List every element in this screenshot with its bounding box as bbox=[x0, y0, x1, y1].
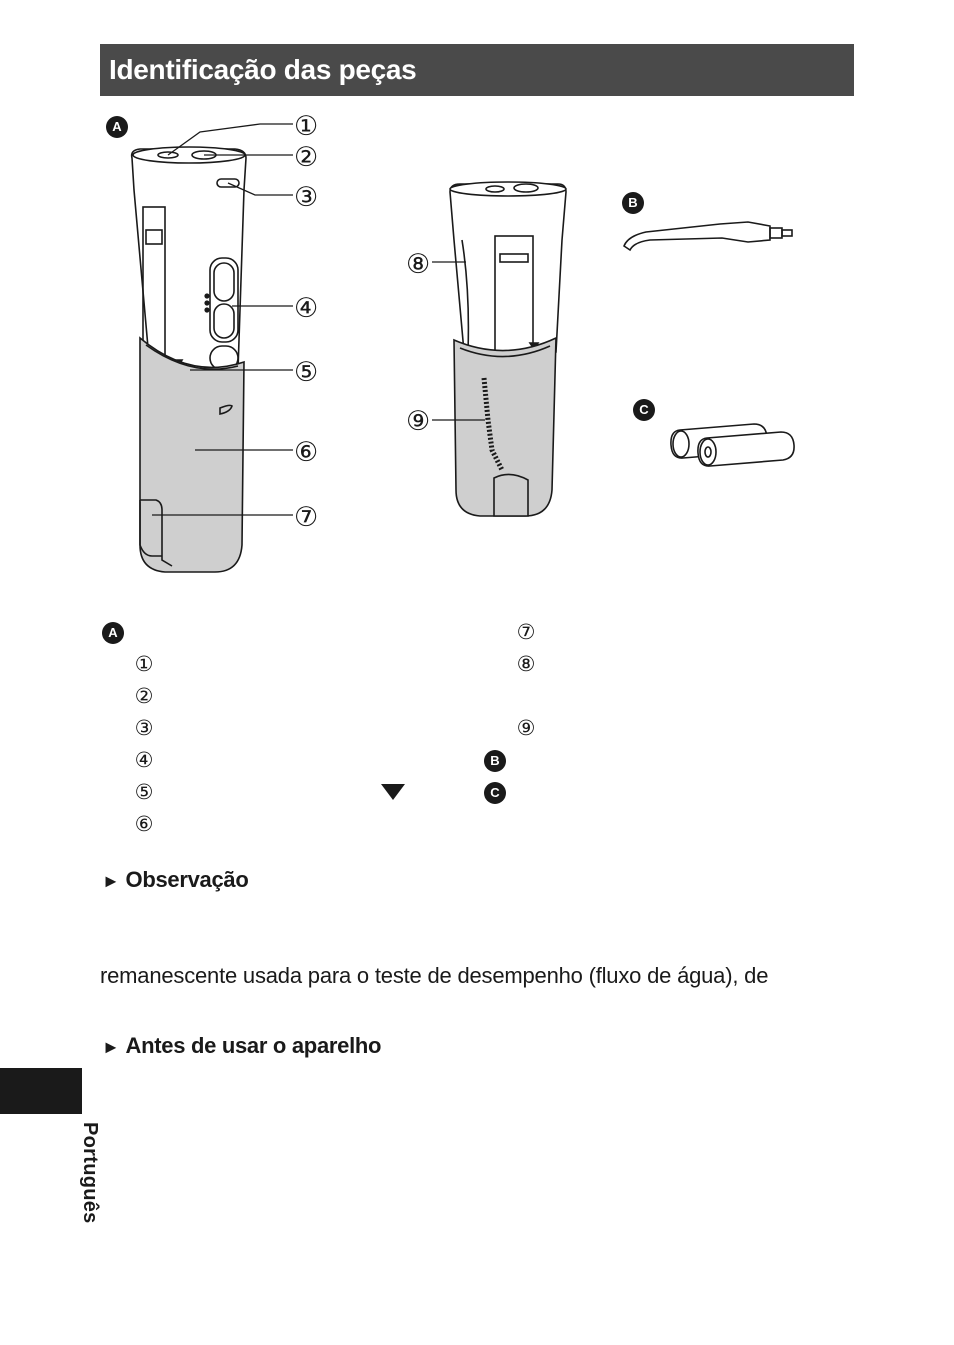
legend-9: ⑨ bbox=[516, 717, 536, 740]
legend-1: ① bbox=[134, 653, 154, 676]
language-tab-marker bbox=[0, 1068, 82, 1114]
badge-c: C bbox=[633, 399, 655, 421]
down-triangle-icon bbox=[381, 784, 405, 800]
callout-3: ③ bbox=[294, 182, 319, 212]
callout-5: ⑤ bbox=[294, 357, 319, 387]
note-heading-observacao: ►Observação bbox=[102, 867, 249, 894]
language-label: Português bbox=[79, 1122, 101, 1224]
device-a-body bbox=[130, 148, 247, 371]
callout-9: ⑨ bbox=[406, 406, 431, 436]
device-a-tank bbox=[139, 336, 245, 573]
legend-7: ⑦ bbox=[516, 621, 536, 644]
callout-8: ⑧ bbox=[406, 249, 431, 279]
legend-4: ④ bbox=[134, 749, 154, 772]
nozzle-illustration bbox=[623, 221, 771, 252]
note-heading-antes: ►Antes de usar o aparelho bbox=[102, 1033, 381, 1060]
note-body-text: remanescente usada para o teste de desem… bbox=[100, 963, 769, 988]
parts-illustration bbox=[130, 123, 795, 573]
note-heading-text: Antes de usar o aparelho bbox=[125, 1033, 382, 1058]
legend-6: ⑥ bbox=[134, 813, 154, 836]
legend-3: ③ bbox=[134, 717, 154, 740]
callout-2: ② bbox=[294, 142, 319, 172]
callout-7: ⑦ bbox=[294, 502, 319, 532]
legend-5: ⑤ bbox=[134, 781, 154, 804]
arrow-right-icon: ► bbox=[102, 1037, 120, 1057]
arrow-right-icon: ► bbox=[102, 871, 120, 891]
callout-4: ④ bbox=[294, 293, 319, 323]
callout-6: ⑥ bbox=[294, 437, 319, 467]
note-heading-text: Observação bbox=[125, 867, 249, 892]
legend-2: ② bbox=[134, 685, 154, 708]
legend-badge-b: B bbox=[484, 750, 506, 772]
badge-b: B bbox=[622, 192, 644, 214]
badge-a: A bbox=[106, 116, 128, 138]
legend-badge-a: A bbox=[102, 622, 124, 644]
legend-badge-c: C bbox=[484, 782, 506, 804]
section-title: Identificação das peças bbox=[100, 44, 854, 96]
legend-8: ⑧ bbox=[516, 653, 536, 676]
batteries-illustration bbox=[670, 423, 795, 467]
callout-1: ① bbox=[294, 111, 319, 141]
